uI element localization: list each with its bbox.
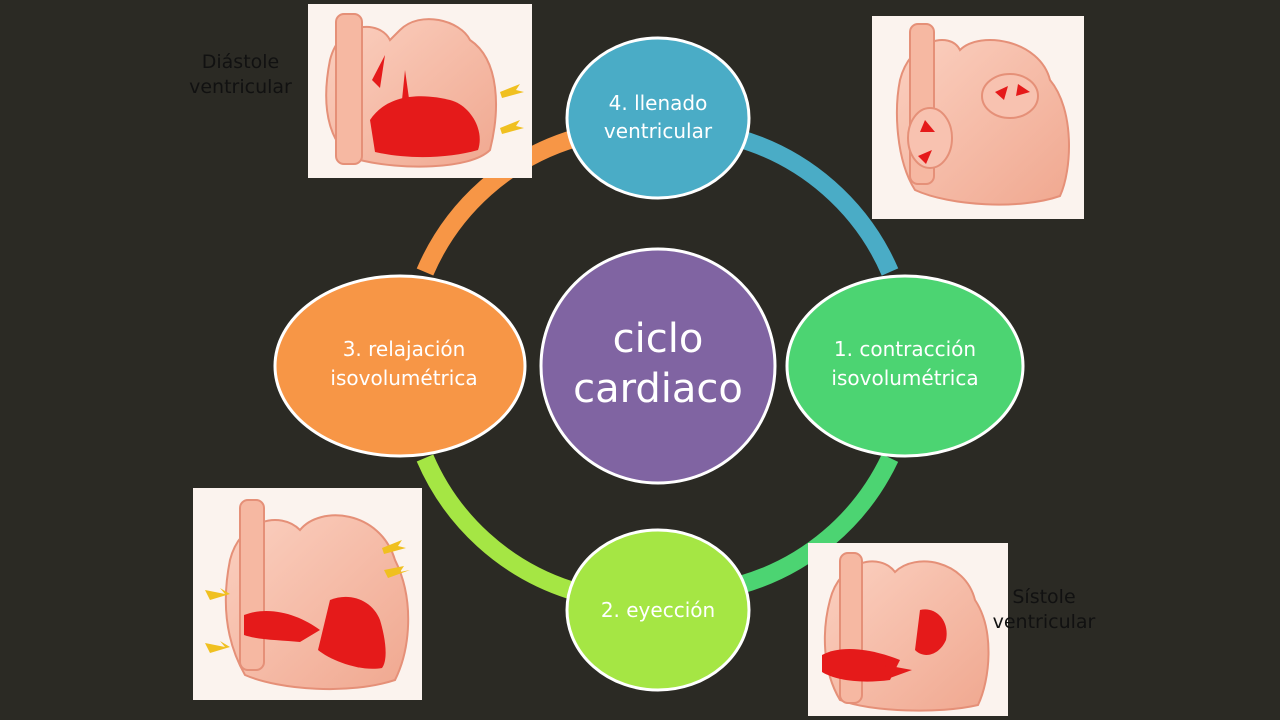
phase-node-1: 1. contracción isovolumétrica <box>785 274 1025 458</box>
phase-node-3: 3. relajación isovolumétrica <box>273 274 527 458</box>
phase-2-label-line1: 2. eyección <box>601 598 715 622</box>
phase-1-circle <box>785 274 1025 458</box>
phase-node-4: 4. llenado ventricular <box>565 36 751 200</box>
systole-label: Sístole ventricular <box>984 585 1104 635</box>
phase-3-circle <box>273 274 527 458</box>
ring-arc-lime <box>416 454 573 599</box>
center-circle <box>539 247 777 485</box>
phase-4-circle <box>565 36 751 200</box>
systole-label-line1: Sístole <box>1012 586 1076 608</box>
phase-1-label-line2: isovolumétrica <box>831 366 978 390</box>
center-label-line2: cardiaco <box>573 366 743 412</box>
ring-arc-orange <box>416 129 579 276</box>
heart-atrial-contraction-illustration <box>872 16 1084 219</box>
systole-label-line2: ventricular <box>992 611 1096 633</box>
phase-4-label-line2: ventricular <box>604 119 713 143</box>
heart-relaxation-illustration <box>193 488 422 700</box>
phase-node-2: 2. eyección <box>565 528 751 692</box>
phase-3-label-line2: isovolumétrica <box>330 366 477 390</box>
center-node: ciclo cardiaco <box>539 247 777 485</box>
phase-1-label-line1: 1. contracción <box>834 337 976 361</box>
phase-4-label-line1: 4. llenado <box>609 91 708 115</box>
phase-2-circle <box>565 528 751 692</box>
diastole-label: Diástole ventricular <box>183 50 298 100</box>
ring-arc-green <box>737 454 899 594</box>
cycle-ring <box>416 129 899 599</box>
diastole-label-line2: ventricular <box>189 76 292 98</box>
diastole-label-line1: Diástole <box>201 51 280 73</box>
heart-diastole-illustration <box>308 4 532 178</box>
heart-ejection-illustration <box>808 543 1008 716</box>
ring-arc-teal <box>734 129 899 276</box>
center-label-line1: ciclo <box>613 316 704 362</box>
phase-3-label-line1: 3. relajación <box>343 337 466 361</box>
